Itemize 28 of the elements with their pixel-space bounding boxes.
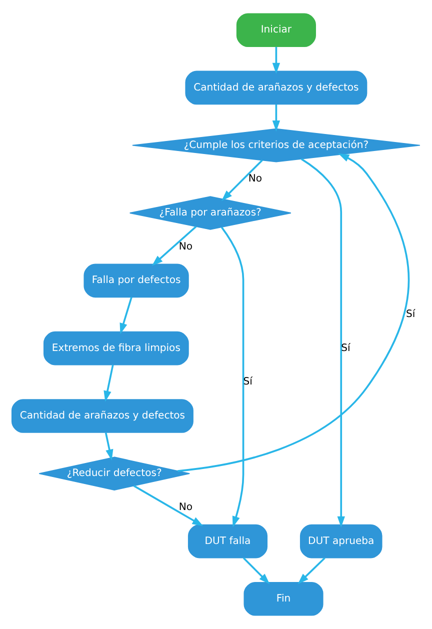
node-box: DUT falla bbox=[188, 524, 268, 558]
arrow bbox=[298, 557, 326, 584]
edge-label: No bbox=[248, 174, 262, 185]
arrow bbox=[120, 296, 132, 334]
edge-label: Sí bbox=[243, 376, 252, 388]
arrow bbox=[133, 485, 204, 526]
edge-label: No bbox=[178, 241, 193, 252]
node-box: Fin bbox=[244, 582, 324, 616]
edge-label: Sí bbox=[406, 309, 416, 320]
node-box: Extremos de fibra limpios bbox=[43, 331, 189, 366]
arrow bbox=[220, 226, 244, 528]
arrow bbox=[178, 153, 410, 472]
arrow bbox=[300, 158, 345, 528]
arrow bbox=[104, 364, 114, 402]
node-box: Cantidad de arañazos y defectos bbox=[185, 70, 368, 105]
arrow bbox=[272, 104, 280, 132]
arrow bbox=[104, 432, 114, 460]
node-box: Cantidad de arañazos y defectos bbox=[11, 399, 194, 433]
node-diamond: ¿Falla por arañazos? bbox=[129, 196, 292, 230]
edge-label: No bbox=[178, 502, 193, 513]
node-diamond: ¿Reducir defectos? bbox=[38, 456, 190, 491]
node-box: DUT aprueba bbox=[300, 524, 382, 558]
node-box: Falla por defectos bbox=[84, 264, 189, 298]
node-box: Iniciar bbox=[236, 13, 316, 48]
arrow bbox=[242, 557, 270, 584]
arrow bbox=[152, 226, 197, 266]
arrow bbox=[221, 160, 263, 201]
arrow bbox=[272, 46, 280, 74]
